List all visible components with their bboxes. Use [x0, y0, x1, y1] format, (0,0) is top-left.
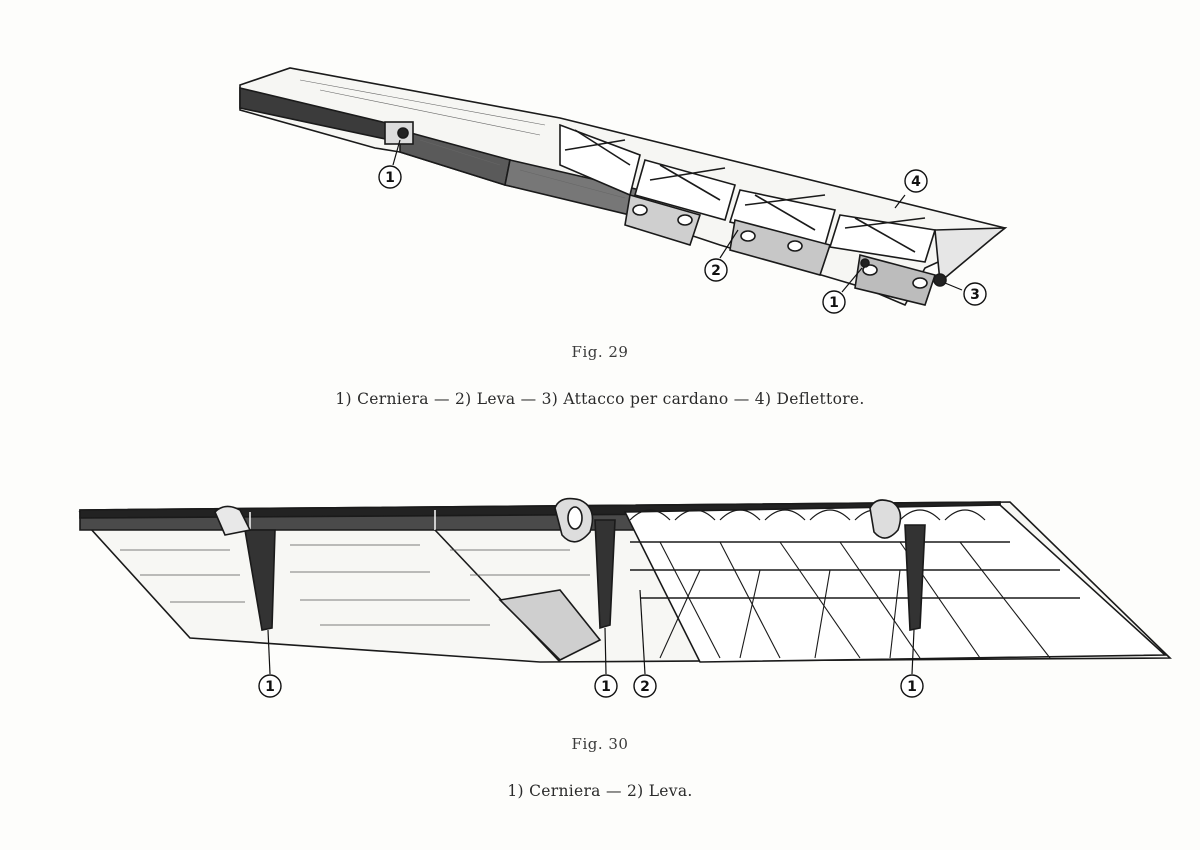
fig29-callout-deflector: 4 — [911, 174, 921, 190]
fig30-callout-lever: 2 — [640, 679, 650, 695]
figure-30: 1 1 2 1 — [0, 490, 1200, 710]
figure-30-drawing: 1 1 2 1 — [78, 497, 1172, 698]
fig29-callout-hinge-left: 1 — [385, 170, 395, 186]
fig29-callout-lever: 2 — [711, 263, 721, 279]
fig30-caption: Fig. 30 — [571, 735, 629, 753]
fig30-legend: 1) Cerniera — 2) Leva. — [507, 782, 693, 800]
fig30-callout-hinge-middle: 1 — [601, 679, 611, 695]
figure-29: 1 2 1 3 4 — [0, 0, 1200, 330]
fig29-legend: 1) Cerniera — 2) Leva — 3) Attacco per c… — [335, 390, 865, 408]
fig29-callout-hinge-right: 1 — [829, 295, 839, 311]
fig30-callout-hinge-right: 1 — [907, 679, 917, 695]
fig29-caption: Fig. 29 — [571, 343, 629, 361]
figure-29-drawing: 1 2 1 3 4 — [239, 67, 1008, 314]
fig29-callout-cardan: 3 — [970, 287, 980, 303]
fig30-callout-hinge-left: 1 — [265, 679, 275, 695]
